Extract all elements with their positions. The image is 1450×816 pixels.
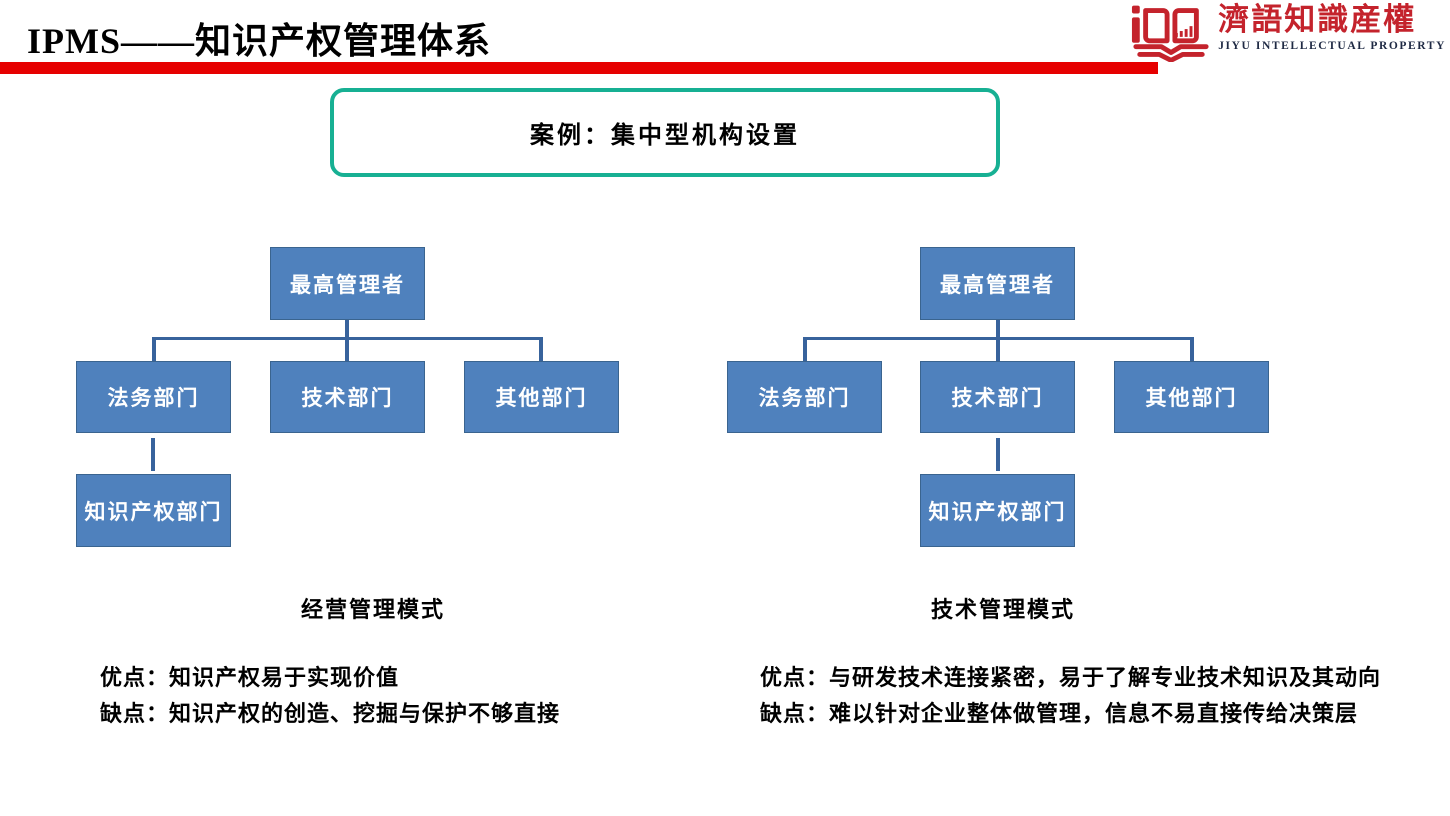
page-title: IPMS——知识产权管理体系 — [27, 21, 492, 61]
org-box-ip-dept: 知识产权部门 — [920, 474, 1075, 547]
connector-root-stub — [345, 320, 349, 338]
pros-text: 优点：知识产权易于实现价值 — [100, 665, 400, 690]
org-box-legal-dept: 法务部门 — [727, 361, 882, 433]
connector-ip-stub — [996, 438, 1000, 471]
connector-child-stub — [996, 337, 1000, 361]
chart-caption-business-mode: 经营管理模式 — [300, 597, 445, 622]
org-box-legal-dept: 法务部门 — [76, 361, 231, 433]
logo-name: 濟語知識産權 — [1218, 2, 1417, 37]
connector-child-stub — [539, 337, 543, 361]
cons-text: 缺点：知识产权的创造、挖掘与保护不够直接 — [100, 701, 561, 726]
open-book-icon — [1130, 2, 1212, 62]
connector-ip-stub — [151, 438, 155, 471]
pros-text: 优点：与研发技术连接紧密，易于了解专业技术知识及其动向 — [760, 665, 1382, 690]
title-underline-bar — [0, 62, 1158, 74]
connector-child-stub — [345, 337, 349, 361]
org-box-other-dept: 其他部门 — [464, 361, 619, 433]
case-banner: 案例：集中型机构设置 — [330, 88, 1000, 177]
logo-subtitle: JIYU INTELLECTUAL PROPERTY — [1218, 40, 1446, 52]
connector-child-stub — [1190, 337, 1194, 361]
org-box-top-manager: 最高管理者 — [270, 247, 425, 320]
org-box-tech-dept: 技术部门 — [270, 361, 425, 433]
org-box-tech-dept: 技术部门 — [920, 361, 1075, 433]
business-mode-notes: 优点：知识产权易于实现价值 缺点：知识产权的创造、挖掘与保护不够直接 — [100, 660, 560, 732]
technical-mode-notes: 优点：与研发技术连接紧密，易于了解专业技术知识及其动向 缺点：难以针对企业整体做… — [760, 660, 1381, 732]
org-box-other-dept: 其他部门 — [1114, 361, 1269, 433]
connector-child-stub — [803, 337, 807, 361]
logo: 濟語知識産權 JIYU INTELLECTUAL PROPERTY — [1130, 2, 1446, 62]
org-box-ip-dept: 知识产权部门 — [76, 474, 231, 547]
case-banner-label: 案例：集中型机构设置 — [530, 122, 800, 149]
connector-child-stub — [152, 337, 156, 361]
connector-root-stub — [996, 320, 1000, 338]
chart-caption-technical-mode: 技术管理模式 — [930, 597, 1075, 622]
cons-text: 缺点：难以针对企业整体做管理，信息不易直接传给决策层 — [760, 701, 1359, 726]
org-box-top-manager: 最高管理者 — [920, 247, 1075, 320]
